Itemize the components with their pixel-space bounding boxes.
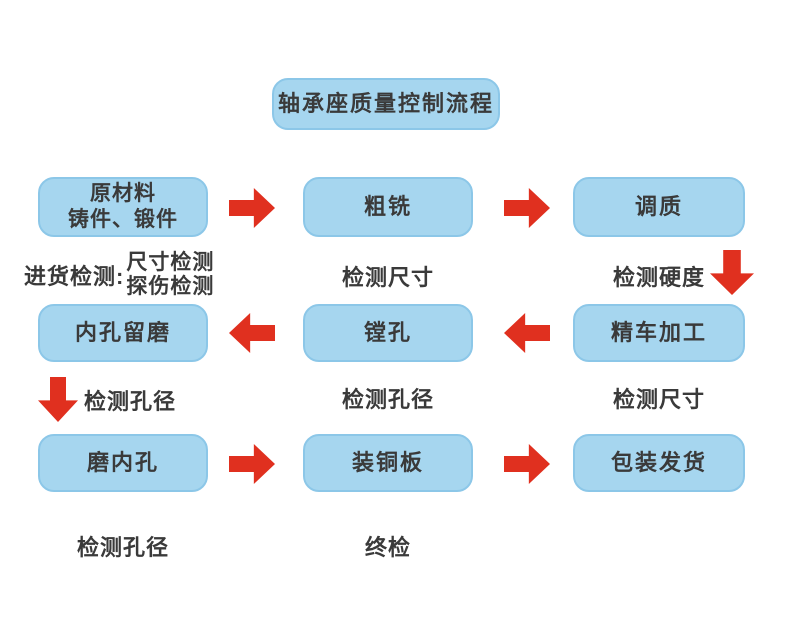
flow-node-fine-turning: 精车加工 [573,304,745,362]
caption-inspect-bore-allowance: 检测孔径 [84,389,177,414]
flow-node-grind-inner-hole: 磨内孔 [38,434,208,492]
raw-material-line1: 原材料 [90,182,156,205]
boring-label: 镗孔 [363,320,412,345]
caption-inspect-size-turning: 检测尺寸 [612,387,705,412]
arrow-right-icon [229,444,275,484]
flow-node-raw-material: 原材料 铸件、锻件 [38,177,208,237]
caption-final-inspection: 终检 [364,535,411,560]
copper-plate-label: 装铜板 [351,450,424,475]
incoming-inspection-items: 尺寸检测 探伤检测 [126,251,214,299]
caption-inspect-hardness: 检测硬度 [612,265,705,290]
flow-node-boring: 镗孔 [303,304,473,362]
caption-inspect-size-rough: 检测尺寸 [341,265,434,290]
fine-turning-label: 精车加工 [610,320,707,345]
arrow-right-icon [504,188,550,228]
raw-material-line2: 铸件、锻件 [68,208,178,231]
caption-incoming-inspection: 进货检测: 尺寸检测 探伤检测 [24,250,214,300]
caption-inspect-bore-boring: 检测孔径 [341,387,434,412]
grind-inner-hole-label: 磨内孔 [86,450,159,475]
tempering-label: 调质 [634,194,683,219]
flow-node-tempering: 调质 [573,177,745,237]
caption-inspect-bore-grind: 检测孔径 [76,535,169,560]
flow-node-pack-ship: 包装发货 [573,434,745,492]
hole-grind-allowance-label: 内孔留磨 [74,320,171,345]
rough-milling-label: 粗铣 [363,194,412,219]
flow-node-hole-grind-allowance: 内孔留磨 [38,304,208,362]
incoming-inspection-size: 尺寸检测 [126,251,215,274]
incoming-inspection-label: 进货检测: [24,264,125,289]
incoming-inspection-flaw: 探伤检测 [126,275,215,298]
flow-node-rough-milling: 粗铣 [303,177,473,237]
arrow-left-icon [229,313,275,353]
pack-ship-label: 包装发货 [610,450,707,475]
arrow-right-icon [504,444,550,484]
flow-node-title: 轴承座质量控制流程 [272,78,500,130]
flow-title-label: 轴承座质量控制流程 [277,91,494,116]
arrow-down-icon [38,377,78,422]
arrow-left-icon [504,313,550,353]
flow-node-copper-plate: 装铜板 [303,434,473,492]
arrow-right-icon [229,188,275,228]
